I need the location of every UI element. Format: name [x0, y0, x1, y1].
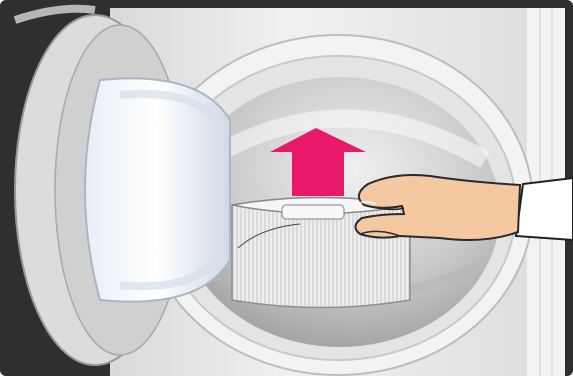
hand-icon	[355, 175, 573, 240]
